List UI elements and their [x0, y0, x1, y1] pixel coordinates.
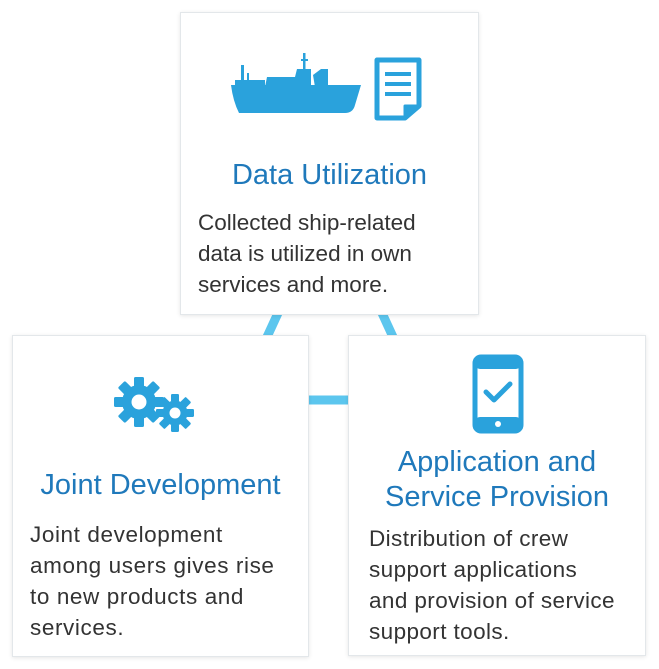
application-service-card: Application and Service Provision Distri…	[348, 335, 646, 656]
description-line: Collected ship-related	[198, 210, 416, 235]
description-line: and provision of service	[369, 588, 615, 613]
description-line: Joint development	[30, 522, 223, 547]
description-line: data is utilized in own	[198, 241, 412, 266]
description-line: Distribution of crew	[369, 526, 569, 551]
title-line: Application and	[397, 446, 597, 478]
application-service-title: Application and Service Provision	[349, 445, 645, 515]
description-line: to new products and	[30, 584, 245, 609]
description-line: services.	[30, 615, 125, 640]
data-utilization-description: Collected ship-related data is utilized …	[198, 207, 473, 300]
description-line: services and more.	[198, 272, 389, 297]
data-utilization-title: Data Utilization	[231, 159, 428, 191]
gears-icon	[114, 377, 194, 432]
smartphone-check-icon	[472, 354, 524, 434]
description-line: among users gives rise	[30, 553, 275, 578]
description-line: support tools.	[369, 619, 510, 644]
description-line: support applications	[369, 557, 578, 582]
ship-icon	[231, 53, 361, 113]
application-service-description: Distribution of crew support application…	[369, 523, 641, 647]
document-icon	[374, 57, 422, 121]
data-utilization-card: Data Utilization Collected ship-related …	[180, 12, 479, 315]
joint-development-card: Joint Development Joint development amon…	[12, 335, 309, 657]
title-line: Service Provision	[384, 481, 610, 513]
joint-development-description: Joint development among users gives rise…	[30, 519, 305, 643]
joint-development-title: Joint Development	[40, 469, 281, 501]
